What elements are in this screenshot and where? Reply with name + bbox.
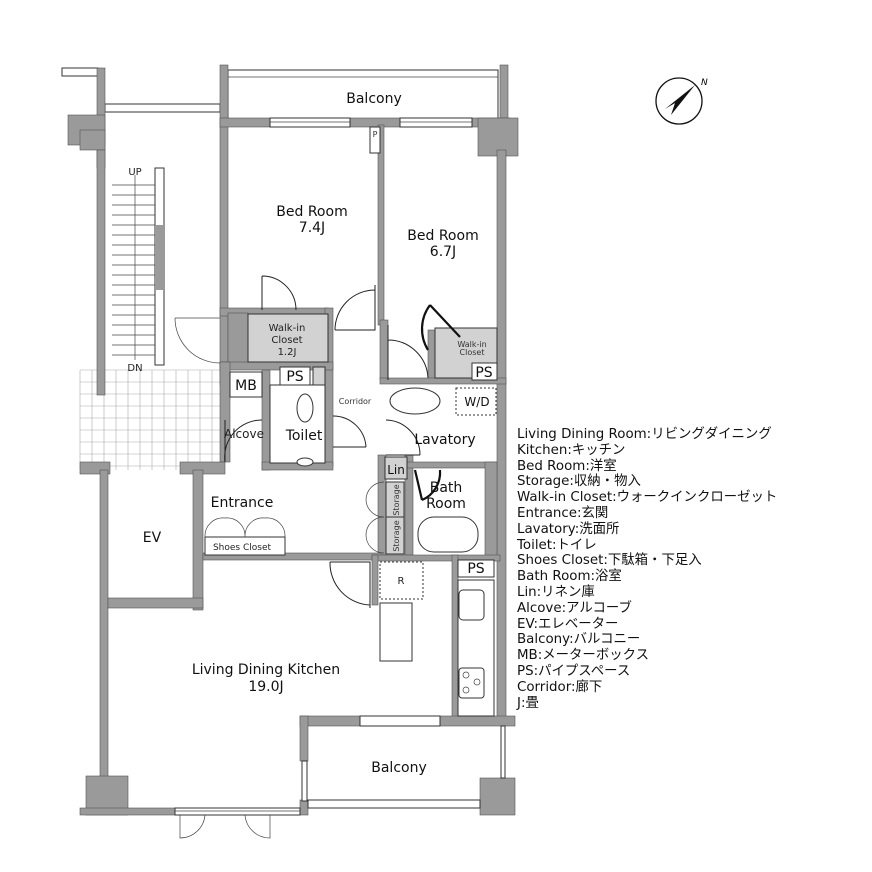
compass: N: [655, 77, 708, 125]
bath-room-label: Bath: [430, 480, 463, 496]
mb-label: MB: [235, 378, 257, 394]
toilet-bowl: [296, 393, 314, 423]
lin-label: Lin: [387, 463, 405, 477]
legend-item: Storage:収納・物入: [517, 474, 641, 490]
stair-down-label: DN: [127, 363, 142, 374]
legend-item: Entrance:玄関: [517, 505, 609, 521]
ldk-label: Living Dining Kitchen: [192, 662, 340, 678]
refrigerator: [379, 561, 424, 600]
legend-item: MB:メーターボックス: [517, 648, 649, 664]
legend-item: Balcony:バルコニー: [517, 632, 641, 648]
ps-toilet-label: PS: [286, 369, 303, 385]
storage-1-label: Storage: [392, 484, 401, 515]
legend-item: Walk-in Closet:ウォークインクローゼット: [517, 490, 778, 506]
bed-room-1-size: 7.4J: [299, 220, 325, 236]
north-arrow-icon: [665, 85, 695, 115]
legend-item: J:畳: [517, 695, 539, 711]
alcove-tile-floor: [79, 369, 220, 470]
washer-dryer: [455, 387, 497, 416]
balcony-bottom-label: Balcony: [371, 760, 427, 776]
windows: [174, 117, 506, 816]
ps-top-label-p: P: [373, 130, 378, 139]
bed-room-1-label: Bed Room: [276, 204, 347, 220]
bath-room-label-2: Room: [426, 496, 466, 512]
ps-bed2-label: PS: [475, 365, 492, 381]
storage-2-box[interactable]: [385, 516, 405, 555]
legend-item: Corridor:廊下: [517, 679, 603, 695]
corridor-label: Corridor: [339, 397, 372, 406]
compass-north-label: N: [701, 78, 708, 88]
stair-railing: [104, 103, 221, 113]
legend-item: Kitchen:キッチン: [517, 442, 626, 458]
walk-in-closet-1-label: Walk-in: [269, 323, 306, 334]
walk-in-closet-1[interactable]: [247, 313, 329, 363]
railing-stub: [61, 67, 99, 77]
legend-item: Bed Room:洋室: [517, 458, 617, 474]
alcove-label: Alcove: [224, 427, 264, 441]
legend-item: Alcove:アルコーブ: [517, 600, 632, 616]
legend-item: Bath Room:浴室: [517, 569, 622, 585]
lavatory-label: Lavatory: [414, 432, 475, 448]
ldk-size: 19.0J: [248, 679, 283, 695]
ev-label: EV: [143, 530, 162, 546]
walk-in-closet-1-size: 1.2J: [278, 347, 297, 358]
walls: [67, 64, 519, 816]
stair-up-label: UP: [128, 167, 141, 178]
kitchen-sink: [458, 589, 485, 621]
toilet-label: Toilet: [285, 428, 323, 444]
ps-bed2-box: [471, 362, 498, 381]
legend-item: Shoes Closet:下駄箱・下足入: [517, 553, 702, 569]
walk-in-closet-1-label-2: Closet: [271, 335, 302, 346]
legend-item: Lavatory:洗面所: [517, 521, 620, 537]
walk-in-closet-2-label: Walk-in: [457, 340, 486, 349]
entry-door[interactable]: [174, 317, 221, 364]
legend-item: EV:エレベーター: [517, 616, 619, 632]
ps-kitchen-box: [457, 559, 495, 578]
kitchen-counter: [379, 602, 413, 662]
staircase[interactable]: [112, 167, 165, 366]
mb-box: [229, 371, 263, 398]
bed-room-2-size: 6.7J: [430, 244, 456, 260]
entrance-label: Entrance: [211, 495, 274, 511]
legend-item: PS:パイプスペース: [517, 663, 631, 679]
bathtub: [417, 516, 479, 553]
legend-item: Toilet:トイレ: [517, 537, 597, 553]
lin-box[interactable]: [384, 456, 408, 480]
walk-in-closet-2-label-2: Closet: [460, 348, 485, 357]
shoes-closet-label: Shoes Closet: [213, 543, 272, 553]
balcony-top-label: Balcony: [346, 91, 402, 107]
stove-icon: [458, 667, 485, 699]
lavatory-sink: [389, 387, 441, 415]
legend-item: Lin:リネン庫: [517, 584, 595, 600]
fridge-label: R: [398, 576, 405, 587]
storage-2-label: Storage: [392, 520, 401, 551]
doors[interactable]: [179, 275, 461, 839]
wd-label: W/D: [464, 395, 489, 409]
toilet-room[interactable]: [269, 384, 326, 464]
ps-top-box: [369, 126, 381, 154]
legend-item: Living Dining Room:リビングダイニング: [517, 427, 772, 442]
ps-kitchen-label: PS: [467, 561, 484, 577]
bed-room-2-label: Bed Room: [407, 228, 478, 244]
